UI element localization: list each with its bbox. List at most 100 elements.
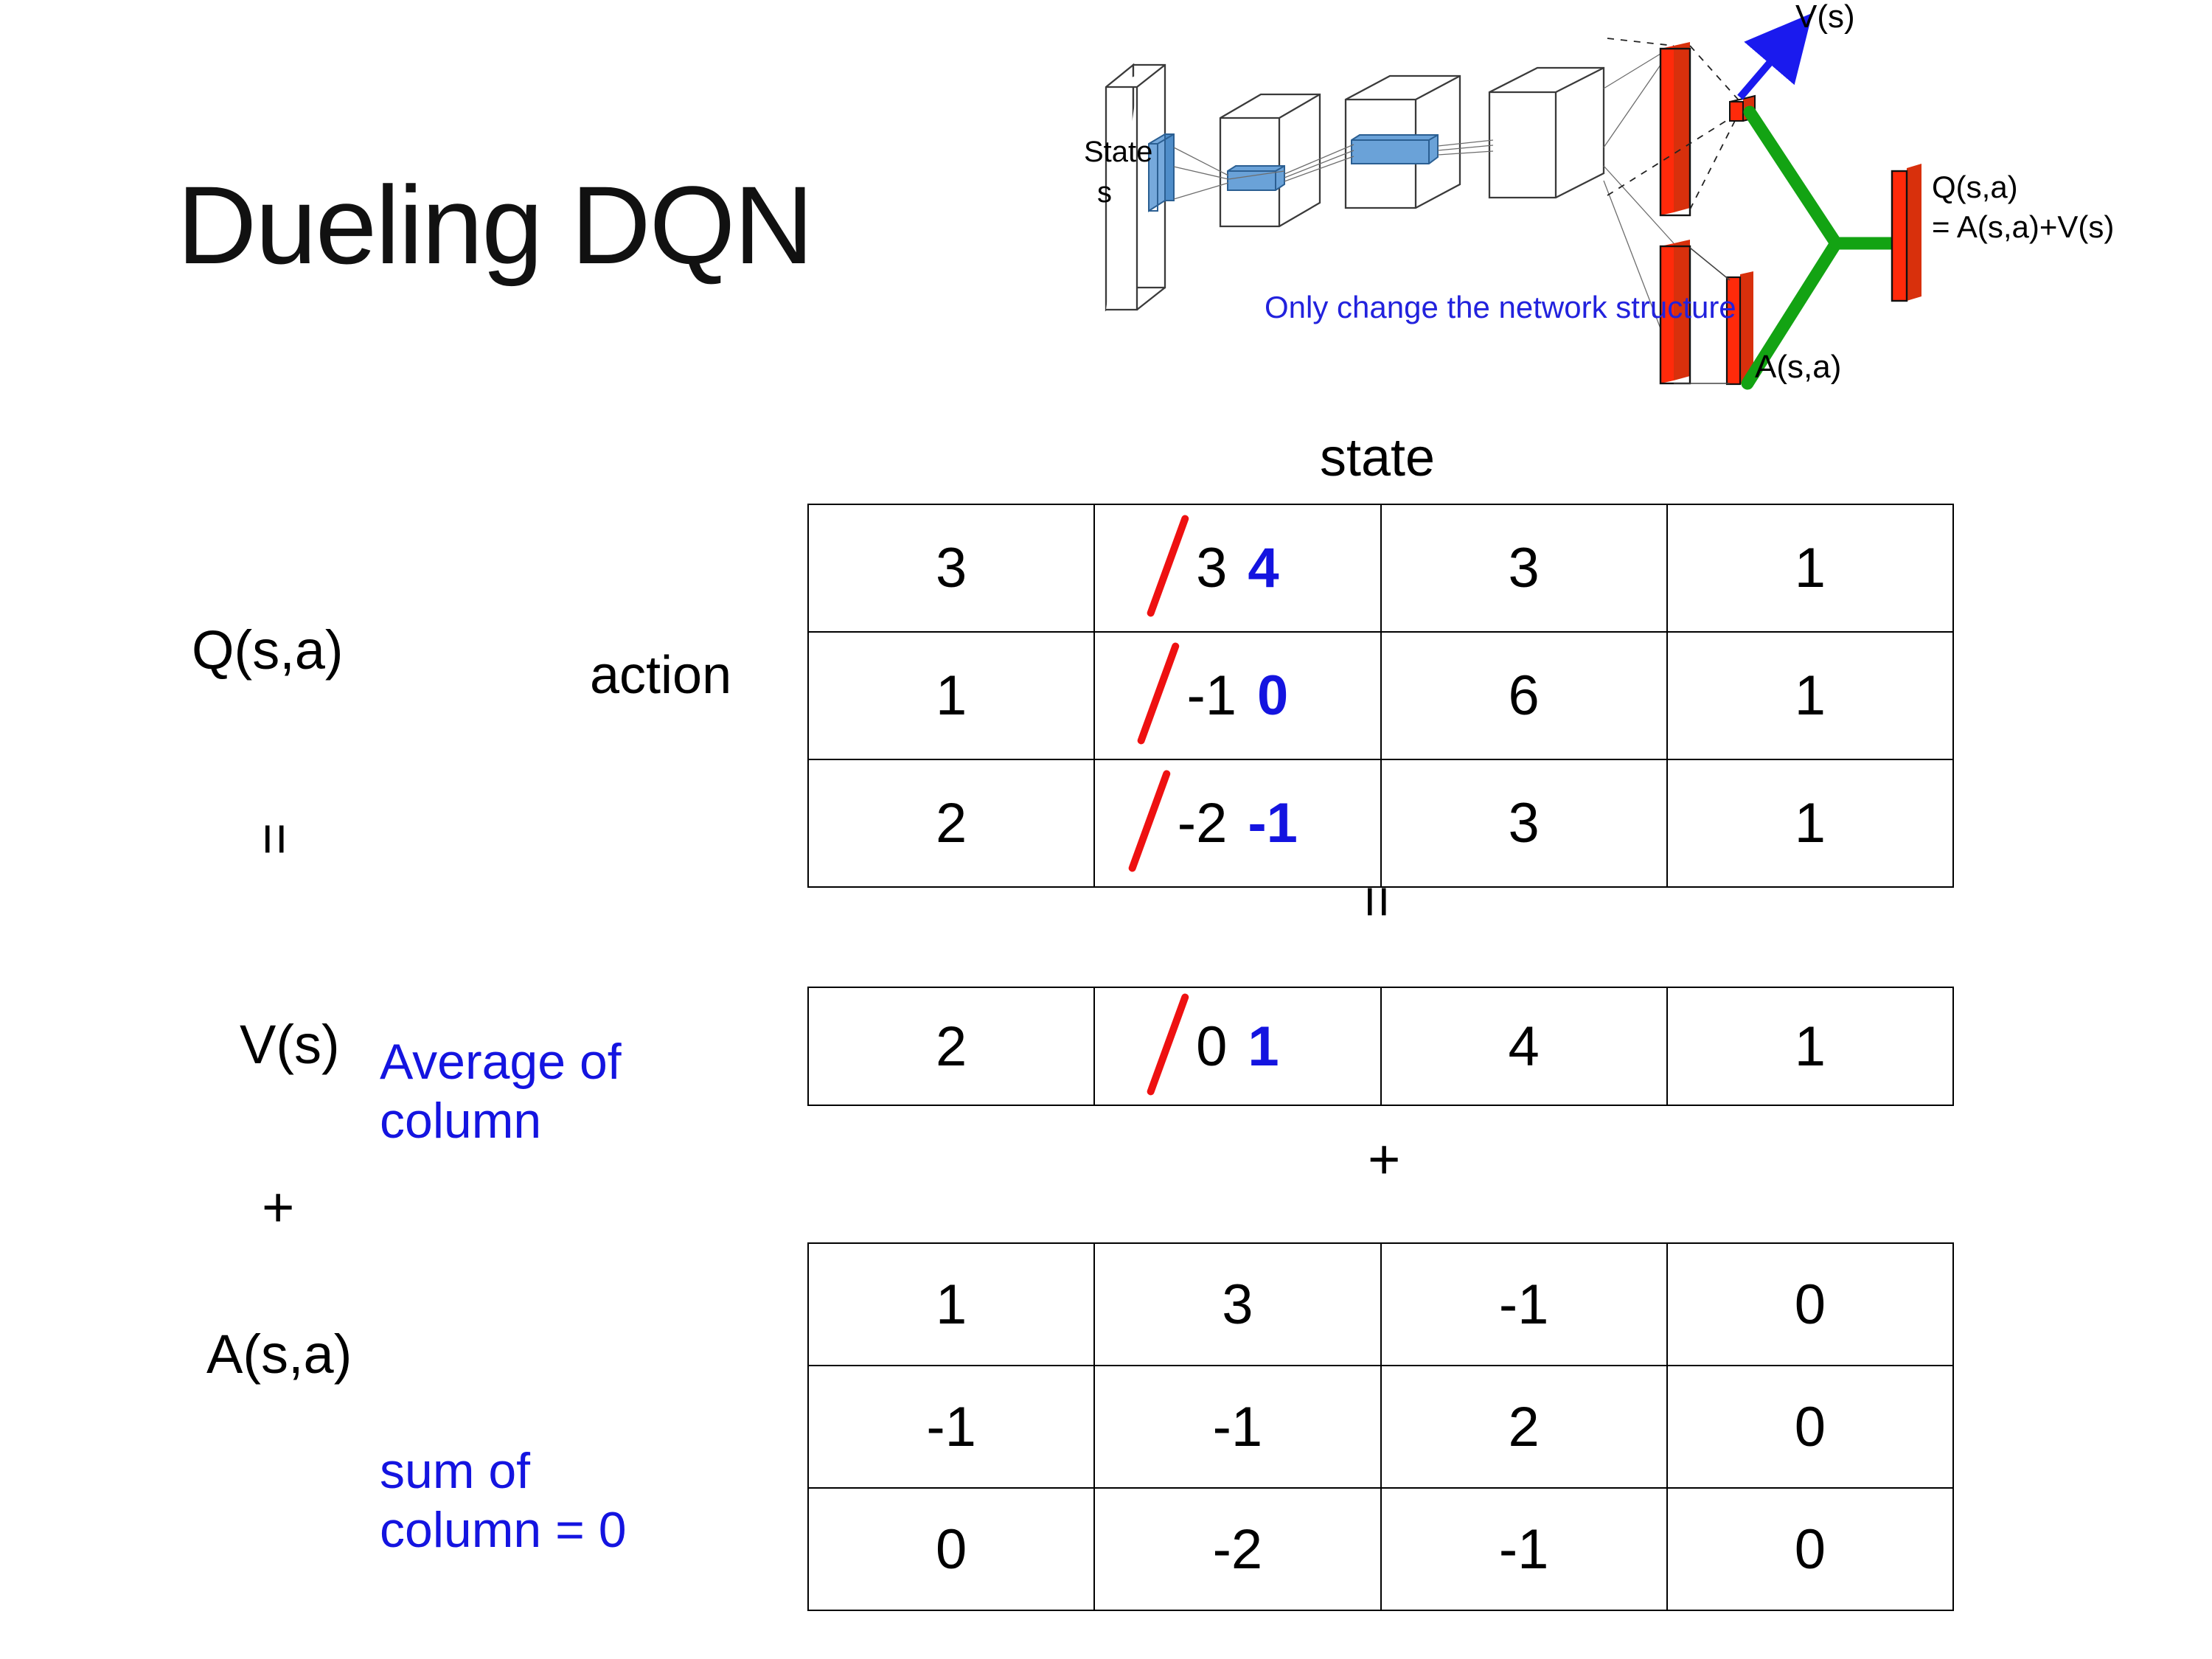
cell-value: -1 [1212,1395,1263,1458]
table-row: 0 -2 -1 0 [807,1487,1955,1611]
cell-value: 1 [1794,1015,1826,1078]
table-cell: -2-1 [1093,759,1382,888]
cell-value: 3 [1222,1273,1253,1336]
table-row: 2-2-1 3 1 [807,759,1955,888]
updated-value: 4 [1248,537,1279,599]
page-title: Dueling DQN [177,163,814,287]
advantage-vector-bar-icon [1725,271,1753,386]
table-cell: 2 [1380,1365,1668,1489]
network-svg [1105,13,1921,390]
cell-value: 0 [1794,1517,1826,1581]
conv-cube-3-icon [1488,66,1605,199]
cell-value: 1 [1794,537,1826,599]
cell-value: 2 [1508,1395,1540,1458]
v-label: V(s) [240,1014,340,1075]
struck-value: 3 [1196,537,1228,599]
cell-value: 0 [935,1517,967,1581]
table-cell: 4 [1380,987,1668,1106]
q-label: Q(s,a) [192,619,344,681]
a-label: A(s,a) [206,1324,352,1385]
table-cell: 2 [807,759,1096,888]
a-table: 1 3 -1 0 -1 -1 2 0 0 -2 -1 0 [807,1242,1955,1611]
cell-value: 1 [935,664,967,727]
table-cell: 1 [1666,987,1955,1106]
table-cell: -1 [1093,1365,1382,1489]
conv-cube-1-icon [1219,93,1321,228]
plus-sign-mid: + [1368,1128,1401,1191]
table-cell: 1 [1666,759,1955,888]
cell-value: 3 [1508,537,1540,599]
diagram-a-label: A(s,a) [1755,349,1842,385]
conv-slab-2-icon [1351,134,1439,164]
cell-value: 6 [1508,664,1540,727]
struck-value: 0 [1196,1015,1228,1078]
table-cell: 0 [807,1487,1096,1611]
table-cell: 1 [1666,631,1955,760]
table-row: 1 -1 0 6 1 [807,631,1955,760]
diagram-state-label-line2: s [1097,176,1112,209]
cell-value: -2 [1212,1517,1263,1581]
updated-value: 0 [1257,664,1289,727]
plus-sign-left: + [262,1176,295,1239]
table-cell: 2 [807,987,1096,1106]
conv-slab-1-icon [1227,165,1285,191]
v-arrow-icon [1737,13,1813,100]
advantage-links [1674,247,1731,384]
sum-of-column-note: sum of column = 0 [380,1443,627,1559]
table-row: 1 3 -1 0 [807,1242,1955,1366]
table-cell: -1 [1380,1242,1668,1366]
table-cell: 3 [1093,1242,1382,1366]
cell-value: -1 [926,1395,976,1458]
table-cell: 6 [1380,631,1668,760]
struck-value: -2 [1177,792,1228,855]
table-cell: 0 [1666,1365,1955,1489]
cell-value: -1 [1498,1517,1549,1581]
cell-value: 2 [935,1015,967,1078]
a-table-body: 1 3 -1 0 -1 -1 2 0 0 -2 -1 0 [807,1242,1955,1611]
average-of-column-note: Average of column [380,1034,622,1150]
action-axis-label: action [590,646,732,705]
q-output-bar-icon [1891,164,1921,302]
aggregation-green-link [1741,105,1902,390]
cell-value: 4 [1508,1015,1540,1078]
cell-value: -1 [1498,1273,1549,1336]
diagram-note: Only change the network structure [1265,290,1736,324]
table-cell: -2 [1093,1487,1382,1611]
diagram-state-label-line1: State [1084,136,1153,168]
cell-value: 3 [1508,792,1540,855]
table-cell: 3 [1380,504,1668,633]
table-cell: -1 [807,1365,1096,1489]
table-cell: 3 [807,504,1096,633]
table-cell: 1 [1666,504,1955,633]
value-dashed-links [1607,38,1741,210]
diagram-q-label-line2: = A(s,a)+V(s) [1932,209,2115,244]
state-axis-label: state [1320,428,1436,487]
receptive-field-icon [1148,133,1175,212]
table-cell: 1 [807,631,1096,760]
cell-value: 1 [1794,664,1826,727]
table-cell: 3 [1380,759,1668,888]
advantage-stream-bar-icon [1659,240,1691,385]
struck-value: -1 [1186,664,1237,727]
cell-value: 0 [1794,1273,1826,1336]
connection-lines [1173,139,1494,200]
diagram-v-label: V(s) [1795,0,1855,35]
updated-value: 1 [1248,1015,1279,1078]
cell-value: 0 [1794,1395,1826,1458]
value-stream-bar-icon [1659,42,1691,217]
diagram-q-label-line1: Q(s,a) [1932,170,2018,204]
table-cell: 1 [807,1242,1096,1366]
table-row: -1 -1 2 0 [807,1365,1955,1489]
cell-value: 3 [935,537,967,599]
cell-value: 1 [935,1273,967,1336]
table-cell: 0 [1666,1487,1955,1611]
table-cell: 0 [1666,1242,1955,1366]
